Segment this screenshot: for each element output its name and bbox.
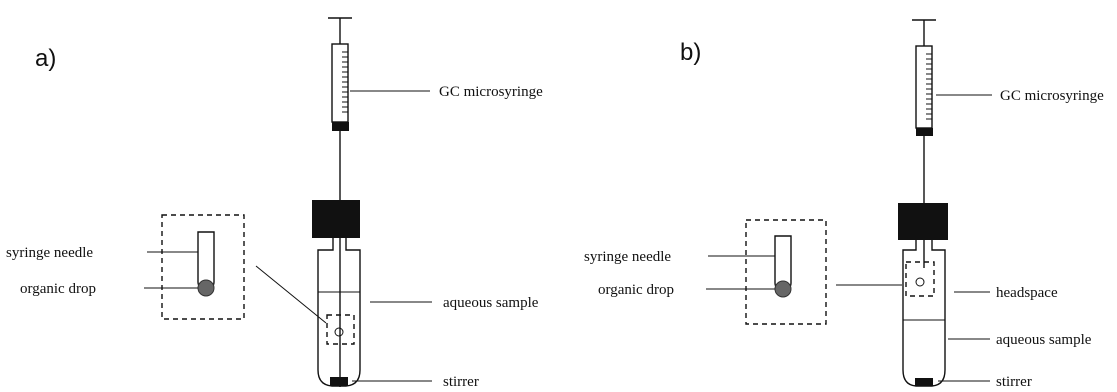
panel-a-stirrer-label: stirrer: [443, 374, 479, 387]
panel-b-septum-cap: [898, 203, 948, 240]
panel-b-headspace-label: headspace: [996, 285, 1058, 301]
panel-a-stirrer-bar: [330, 377, 348, 386]
panel-a-zoom-inset: [161, 214, 245, 320]
panel-a-letter: a): [35, 45, 56, 72]
panel-b-stirrer-label: stirrer: [996, 374, 1032, 387]
panel-a-drop-small: [334, 327, 344, 337]
panel-a-drop-region: [326, 314, 355, 345]
panel-a-microsyringe-label: GC microsyringe: [439, 84, 543, 100]
panel-a-vial: [317, 238, 361, 387]
panel-b-letter: b): [680, 39, 701, 66]
panel-b-drop-small: [915, 277, 925, 287]
panel-b-organic-drop-label: organic drop: [598, 282, 674, 298]
panel-a-organic-drop-label: organic drop: [20, 281, 96, 297]
panel-b-stirrer-bar: [915, 378, 933, 386]
panel-b-microsyringe: [912, 19, 936, 268]
panel-a: a) GC microsyringe: [6, 17, 543, 390]
panel-b-organic-drop-zoom: [774, 280, 792, 298]
panel-b-microsyringe-label: GC microsyringe: [1000, 88, 1104, 104]
panel-a-syringe-needle-label: syringe needle: [6, 245, 93, 261]
panel-a-organic-drop-zoom: [197, 279, 215, 297]
panel-b-drop-region: [905, 261, 935, 297]
panel-a-microsyringe: [328, 17, 352, 388]
panel-b-aqueous-sample-label: aqueous sample: [996, 332, 1092, 348]
panel-a-aqueous-sample-label: aqueous sample: [443, 295, 539, 311]
panel-b-syringe-needle-label: syringe needle: [584, 249, 671, 265]
panel-b: b) GC microsyringe: [584, 19, 1104, 390]
panel-a-septum-cap: [312, 200, 360, 238]
panel-a-zoom-connector: [255, 265, 327, 324]
panel-b-zoom-inset: [745, 219, 827, 325]
